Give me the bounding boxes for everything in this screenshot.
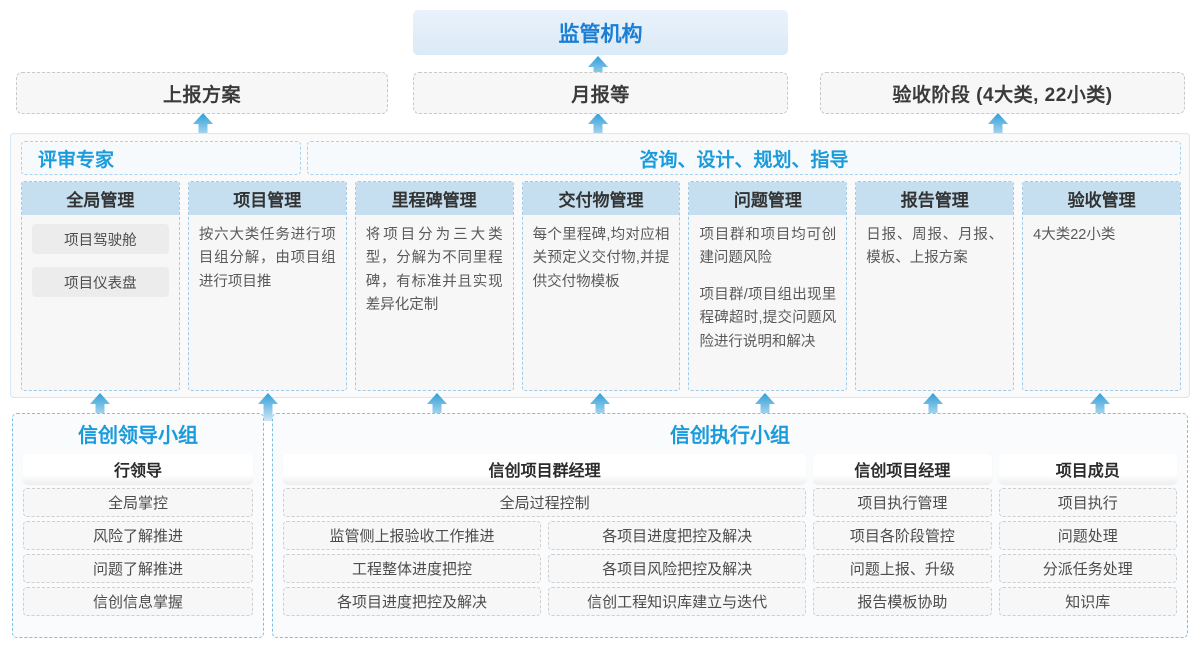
report-box-plan[interactable]: 上报方案 — [16, 72, 388, 114]
role-header[interactable]: 信创项目群经理 — [283, 454, 807, 484]
role-column-member: 项目成员 项目执行 问题处理 分派任务处理 知识库 — [998, 454, 1177, 632]
column-paragraph: 4大类22小类 — [1033, 227, 1116, 243]
report-box-acceptance[interactable]: 验收阶段 (4大类, 22小类) — [820, 72, 1185, 114]
list-item[interactable]: 问题处理 — [998, 521, 1177, 550]
column-body: 项目群和项目均可创建问题风险 项目群/项目组出现里程碑超时,提交问题风险进行说明… — [689, 215, 846, 390]
list-item[interactable]: 分派任务处理 — [998, 554, 1177, 583]
management-band: 评审专家 咨询、设计、规划、指导 全局管理 项目驾驶舱 项目仪表盘 项目管理 按… — [10, 133, 1190, 398]
column-milestone-management[interactable]: 里程碑管理 将项目分为三大类型，分解为不同里程碑，有标准并且实现差异化定制 — [354, 181, 514, 391]
column-project-management[interactable]: 项目管理 按六大类任务进行项目组分解，由项目组进行项目推 — [187, 181, 347, 391]
arrow-up-icon — [257, 392, 279, 422]
column-body: 日报、周报、月报、模板、上报方案 — [856, 215, 1013, 390]
arrow-up-icon — [589, 392, 611, 422]
group-title: 信创执行小组 — [670, 425, 790, 447]
column-title: 问题管理 — [689, 182, 847, 215]
list-item[interactable]: 工程整体进度把控 — [283, 554, 542, 583]
list-item[interactable]: 全局掌控 — [23, 488, 253, 517]
chip-item[interactable]: 项目驾驶舱 — [32, 224, 169, 254]
exec-role-columns: 信创项目群经理 全局过程控制 监管侧上报验收工作推进 工程整体进度把控 各项目进… — [283, 454, 1177, 632]
list-item[interactable]: 问题了解推进 — [23, 554, 253, 583]
column-paragraph: 将项目分为三大类型，分解为不同里程碑，有标准并且实现差异化定制 — [365, 227, 503, 314]
leader-items: 全局掌控 风险了解推进 问题了解推进 信创信息掌握 — [23, 488, 253, 616]
arrow-up-icon — [192, 112, 214, 142]
column-body: 每个里程碑,均对应相关预定义交付物,并提供交付物模板 — [523, 215, 680, 390]
arrow-up-icon — [987, 112, 1009, 142]
band-header-expert: 评审专家 — [21, 141, 301, 175]
list-item[interactable]: 问题上报、升级 — [813, 554, 992, 583]
management-columns: 全局管理 项目驾驶舱 项目仪表盘 项目管理 按六大类任务进行项目组分解，由项目组… — [21, 181, 1182, 391]
list-item[interactable]: 项目执行 — [998, 488, 1177, 517]
column-body: 将项目分为三大类型，分解为不同里程碑，有标准并且实现差异化定制 — [356, 215, 513, 390]
arrow-up-icon — [754, 392, 776, 422]
column-title: 全局管理 — [22, 182, 179, 215]
list-item[interactable]: 信创信息掌握 — [23, 587, 253, 616]
column-paragraph: 按六大类任务进行项目组分解，由项目组进行项目推 — [198, 227, 336, 290]
list-item[interactable]: 信创工程知识库建立与迭代 — [548, 587, 807, 616]
arrow-up-icon — [587, 112, 609, 142]
list-item[interactable]: 报告模板协助 — [813, 587, 992, 616]
list-item[interactable]: 监管侧上报验收工作推进 — [283, 521, 542, 550]
column-title: 验收管理 — [1023, 182, 1181, 215]
list-item[interactable]: 全局过程控制 — [283, 488, 807, 517]
list-item[interactable]: 风险了解推进 — [23, 521, 253, 550]
list-item[interactable]: 各项目风险把控及解决 — [548, 554, 807, 583]
role-column-program-manager: 信创项目群经理 全局过程控制 监管侧上报验收工作推进 工程整体进度把控 各项目进… — [283, 454, 807, 632]
list-item[interactable]: 项目各阶段管控 — [813, 521, 992, 550]
column-paragraph: 项目群/项目组出现里程碑超时,提交问题风险进行说明和解决 — [699, 286, 837, 350]
column-body: 按六大类任务进行项目组分解，由项目组进行项目推 — [189, 215, 346, 390]
band-header-consulting: 咨询、设计、规划、指导 — [307, 141, 1181, 175]
role-header[interactable]: 行领导 — [23, 454, 253, 484]
chip-item[interactable]: 项目仪表盘 — [32, 267, 169, 297]
role-header[interactable]: 项目成员 — [998, 454, 1177, 484]
column-acceptance-management[interactable]: 验收管理 4大类22小类 — [1022, 181, 1182, 391]
list-item[interactable]: 项目执行管理 — [813, 488, 992, 517]
program-manager-left-items: 监管侧上报验收工作推进 工程整体进度把控 各项目进度把控及解决 — [283, 521, 542, 616]
column-title: 报告管理 — [856, 182, 1014, 215]
column-deliverable-management[interactable]: 交付物管理 每个里程碑,均对应相关预定义交付物,并提供交付物模板 — [521, 181, 681, 391]
column-paragraph: 每个里程碑,均对应相关预定义交付物,并提供交付物模板 — [532, 227, 670, 290]
arrow-up-icon — [426, 392, 448, 422]
role-header[interactable]: 信创项目经理 — [813, 454, 992, 484]
column-paragraph: 项目群和项目均可创建问题风险 — [699, 227, 837, 267]
column-body: 4大类22小类 — [1023, 215, 1180, 390]
list-item[interactable]: 知识库 — [998, 587, 1177, 616]
list-item[interactable]: 各项目进度把控及解决 — [548, 521, 807, 550]
arrow-up-icon — [89, 392, 111, 422]
column-report-management[interactable]: 报告管理 日报、周报、月报、模板、上报方案 — [855, 181, 1015, 391]
column-title: 里程碑管理 — [355, 182, 513, 215]
column-title: 交付物管理 — [522, 182, 680, 215]
arrow-up-icon — [1089, 392, 1111, 422]
column-title: 项目管理 — [188, 182, 346, 215]
program-manager-right-items: 各项目进度把控及解决 各项目风险把控及解决 信创工程知识库建立与迭代 — [548, 521, 807, 616]
arrow-up-icon — [587, 55, 609, 85]
column-paragraph: 日报、周报、月报、模板、上报方案 — [866, 227, 1004, 267]
list-item[interactable]: 各项目进度把控及解决 — [283, 587, 542, 616]
leader-group-panel: 信创领导小组 行领导 全局掌控 风险了解推进 问题了解推进 信创信息掌握 — [12, 413, 264, 638]
column-body: 项目驾驶舱 项目仪表盘 — [22, 215, 179, 390]
column-issue-management[interactable]: 问题管理 项目群和项目均可创建问题风险 项目群/项目组出现里程碑超时,提交问题风… — [688, 181, 848, 391]
program-manager-subcolumns: 监管侧上报验收工作推进 工程整体进度把控 各项目进度把控及解决 各项目进度把控及… — [283, 521, 807, 616]
group-title: 信创领导小组 — [78, 425, 198, 447]
role-column-project-manager: 信创项目经理 项目执行管理 项目各阶段管控 问题上报、升级 报告模板协助 — [813, 454, 992, 632]
column-global-management[interactable]: 全局管理 项目驾驶舱 项目仪表盘 — [21, 181, 180, 391]
regulator-box: 监管机构 — [413, 10, 788, 55]
report-box-monthly[interactable]: 月报等 — [413, 72, 788, 114]
exec-group-panel: 信创执行小组 信创项目群经理 全局过程控制 监管侧上报验收工作推进 工程整体进度… — [272, 413, 1188, 638]
arrow-up-icon — [922, 392, 944, 422]
